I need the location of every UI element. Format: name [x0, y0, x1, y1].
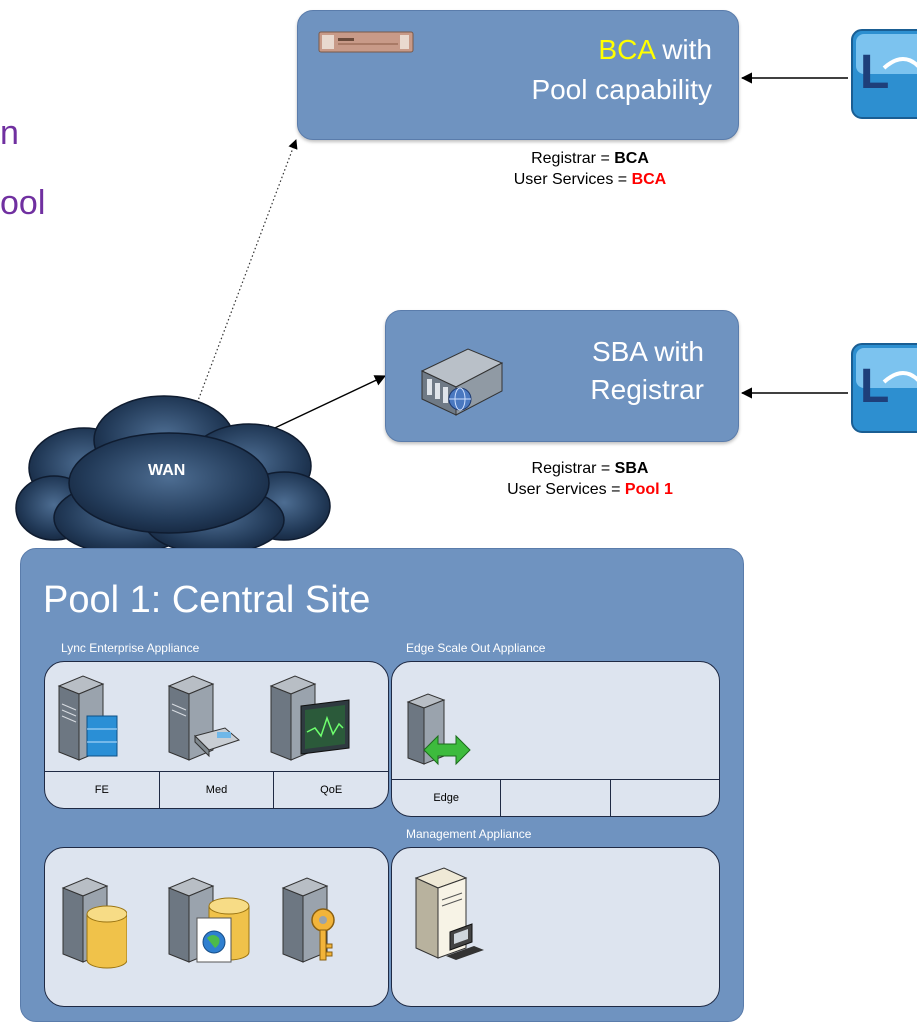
- svg-text:L: L: [860, 360, 889, 413]
- bca-registrar-line: Registrar = BCA: [440, 148, 740, 169]
- pool-1-central-site: Pool 1: Central Site Lync Enterprise App…: [20, 548, 744, 1022]
- edge-scale-out-appliance-panel: Edge: [391, 661, 720, 817]
- monitor-graph-icon: [269, 675, 350, 761]
- appliance-hardware-icon: [318, 31, 414, 53]
- sba-label-line-1: SBA with: [591, 336, 704, 367]
- bca-node: BCA with Pool capability: [297, 10, 739, 140]
- cutoff-text-line-1: n: [0, 114, 19, 152]
- wan-bca-dotted-link: [191, 139, 298, 415]
- wan-cloud-icon: [15, 395, 331, 555]
- sba-user-services-value: Pool 1: [624, 481, 673, 498]
- bca-caption: Registrar = BCA User Services = BCA: [440, 148, 740, 190]
- lync-enterprise-appliance-panel: FE Med QoE: [44, 661, 389, 809]
- slot-fe: FE: [45, 772, 160, 808]
- sba-registrar-value: SBA: [614, 460, 649, 477]
- slot-empty: [501, 780, 611, 816]
- server-tower-icon: [57, 675, 118, 761]
- bca-with: with: [654, 34, 712, 65]
- lync-enterprise-appliance-label: Lync Enterprise Appliance: [61, 641, 200, 655]
- slot-qoe: QoE: [320, 784, 343, 796]
- slot-med: Med: [160, 772, 275, 808]
- cutoff-text-line-2: ool: [0, 184, 46, 222]
- slot-empty: [611, 780, 719, 816]
- pool-title: Pool 1: Central Site: [43, 579, 371, 621]
- bca-registrar-prefix: Registrar =: [531, 150, 615, 167]
- edge-server-icon: [406, 693, 471, 766]
- bca-label-line-1: BCA with: [598, 33, 712, 67]
- bca-user-services-value: BCA: [631, 171, 667, 188]
- edge-scale-out-appliance-label: Edge Scale Out Appliance: [406, 641, 546, 655]
- sba-user-services-line: User Services = Pool 1: [440, 479, 740, 500]
- sba-registrar-prefix: Registrar =: [531, 460, 615, 477]
- sba-caption: Registrar = SBA User Services = Pool 1: [440, 458, 740, 500]
- sba-registrar-line: Registrar = SBA: [440, 458, 740, 479]
- sba-node: SBA with Registrar: [385, 310, 739, 442]
- bca-label-line-2: Pool capability: [531, 74, 712, 105]
- slot-edge: Edge: [392, 780, 502, 816]
- management-pc-icon: [414, 867, 484, 960]
- telephone-icon: [167, 675, 240, 761]
- management-appliance-label: Management Appliance: [406, 827, 532, 841]
- bca-name: BCA: [598, 34, 655, 65]
- svg-text:L: L: [860, 46, 889, 99]
- database-server-icon: [61, 877, 127, 969]
- database-appliance-panel: [44, 847, 389, 1007]
- edge-slot-row: Edge: [392, 779, 719, 816]
- key-server-icon: [281, 877, 335, 963]
- sba-user-services-prefix: User Services =: [507, 481, 625, 498]
- wan-sba-link: [260, 375, 387, 435]
- wan-label: WAN: [148, 462, 186, 479]
- lync-client-icon: L: [851, 343, 917, 433]
- management-appliance-panel: [391, 847, 720, 1007]
- web-server-icon: [167, 877, 250, 963]
- bca-user-services-line: User Services = BCA: [440, 169, 740, 190]
- sba-label-line-2: Registrar: [590, 374, 704, 405]
- bca-user-services-prefix: User Services =: [513, 171, 632, 188]
- bca-registrar-value: BCA: [614, 150, 649, 167]
- lync-slot-row: FE Med QoE: [45, 771, 388, 808]
- lync-client-icon: L: [851, 29, 917, 119]
- server-rack-icon: [420, 348, 504, 416]
